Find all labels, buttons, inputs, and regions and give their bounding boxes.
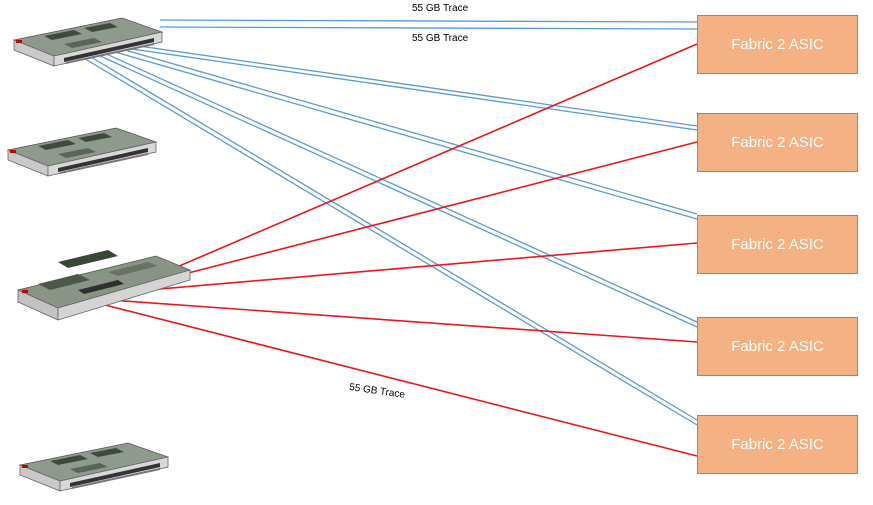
line-card-4 xyxy=(19,442,169,492)
red-trace-4 xyxy=(109,299,698,343)
red-trace-1 xyxy=(134,43,698,286)
trace-label-top-1: 55 GB Trace xyxy=(412,3,469,14)
blue-trace-4-2 xyxy=(97,54,698,328)
blue-trace-3-1 xyxy=(117,47,698,215)
blue-trace-1-2 xyxy=(159,26,698,30)
red-trace-2 xyxy=(129,141,698,289)
line-card-2 xyxy=(7,127,157,177)
blue-trace-1-1 xyxy=(159,19,698,23)
supervisor-card-icon xyxy=(17,249,191,321)
blue-trace-3-2 xyxy=(114,51,698,220)
fabric-asic-2: Fabric 2 ASIC xyxy=(697,113,858,172)
fabric-asic-1: Fabric 2 ASIC xyxy=(697,15,858,74)
fabric-asic-4: Fabric 2 ASIC xyxy=(697,317,858,376)
line-card-icon xyxy=(19,442,169,492)
red-trace-3 xyxy=(124,242,698,293)
fabric-asic-5: Fabric 2 ASIC xyxy=(697,415,858,474)
trace-lines xyxy=(81,19,698,457)
line-card-icon xyxy=(7,127,157,177)
supervisor-card xyxy=(17,249,191,321)
blue-trace-2-1 xyxy=(124,43,698,127)
trace-label-top-2: 55 GB Trace xyxy=(412,33,469,44)
blue-trace-4-1 xyxy=(101,51,698,323)
blue-trace-2-2 xyxy=(124,47,698,131)
red-trace-5 xyxy=(104,304,698,457)
blue-trace-5-2 xyxy=(81,56,698,426)
blue-trace-5-1 xyxy=(85,53,698,421)
fabric-asic-3: Fabric 2 ASIC xyxy=(697,215,858,274)
